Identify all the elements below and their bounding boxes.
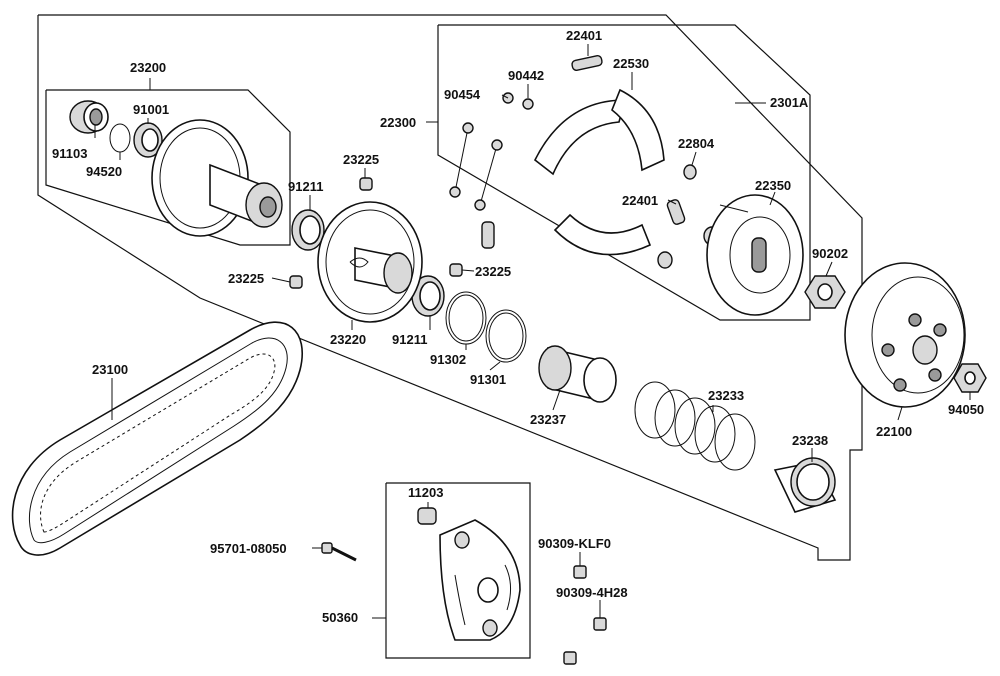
drive-belt: [11, 321, 303, 556]
label-11203: 11203: [408, 485, 443, 500]
label-91211-b: 91211: [392, 332, 427, 347]
label-22100: 22100: [876, 424, 912, 439]
label-95701-08050: 95701-08050: [210, 541, 287, 556]
label-23233: 23233: [708, 388, 744, 403]
label-23100: 23100: [92, 362, 128, 377]
cover-plate-50360: [439, 519, 521, 641]
bolt-95701: [321, 542, 357, 562]
spring-seat-23238: [773, 457, 837, 513]
clutch-outer-22100: [844, 262, 966, 408]
label-23225-b: 23225: [228, 271, 264, 286]
label-90202: 90202: [812, 246, 848, 261]
label-22300: 22300: [380, 115, 416, 130]
label-23225-c: 23225: [475, 264, 511, 279]
label-50360: 50360: [322, 610, 358, 625]
leader-lines: [94, 44, 971, 619]
label-90442: 90442: [508, 68, 544, 83]
label-91103: 91103: [52, 146, 87, 161]
nut-90309-4h28: [563, 617, 607, 665]
label-23237: 23237: [530, 412, 566, 427]
collar-23237: [538, 345, 617, 403]
label-91211-a: 91211: [288, 179, 323, 194]
label-23220: 23220: [330, 332, 366, 347]
clutch-assembly-outline: [437, 24, 811, 321]
circlip-94520: [109, 123, 131, 153]
label-22530: 22530: [613, 56, 649, 71]
clutch-plate-22350: [706, 194, 804, 316]
label-23225-a: 23225: [343, 152, 379, 167]
label-22401-a: 22401: [566, 28, 602, 43]
label-2301A: 2301A: [770, 95, 809, 110]
nut-94050: [953, 363, 987, 393]
part-labels: 23200 91001 91103 94520 23225 91211 2322…: [52, 28, 984, 625]
nut-90202: [804, 275, 846, 309]
collar-11203: [417, 507, 437, 525]
label-90309-4h28: 90309-4H28: [556, 585, 628, 600]
label-90309-klf0: 90309-KLF0: [538, 536, 611, 551]
label-22804: 22804: [678, 136, 715, 151]
spring-23233: [634, 381, 756, 471]
main-assembly-outline: [37, 14, 863, 561]
assembly-outlines: [37, 14, 863, 659]
guide-pin-23225-c: [449, 263, 463, 277]
label-22401-b: 22401: [622, 193, 658, 208]
label-90454: 90454: [444, 87, 481, 102]
label-94050: 94050: [948, 402, 984, 417]
oil-seal-91211-a: [291, 209, 325, 251]
label-91001: 91001: [133, 102, 169, 117]
label-91301: 91301: [470, 372, 506, 387]
needle-bearing-91103: [69, 100, 109, 134]
nut-90309-klf0: [573, 565, 587, 579]
label-23238: 23238: [792, 433, 828, 448]
sliding-face-23220: [317, 201, 423, 323]
driven-face-23200: [151, 119, 283, 237]
label-91302: 91302: [430, 352, 466, 367]
clutch-shoes-22530: [533, 88, 665, 256]
links-90442-90454: [449, 92, 534, 211]
o-ring-91301: [485, 309, 527, 363]
label-94520: 94520: [86, 164, 122, 179]
cover-plate-outline: [385, 482, 531, 659]
label-23200: 23200: [130, 60, 166, 75]
o-ring-91302: [445, 291, 487, 345]
oil-seal-91211-b: [411, 275, 445, 317]
guide-pin-23225-b: [289, 275, 303, 289]
guide-pin-23225-a: [359, 177, 373, 191]
label-22350: 22350: [755, 178, 791, 193]
rear-pulley-outline: [45, 89, 291, 246]
clutch-springs: [481, 55, 686, 249]
